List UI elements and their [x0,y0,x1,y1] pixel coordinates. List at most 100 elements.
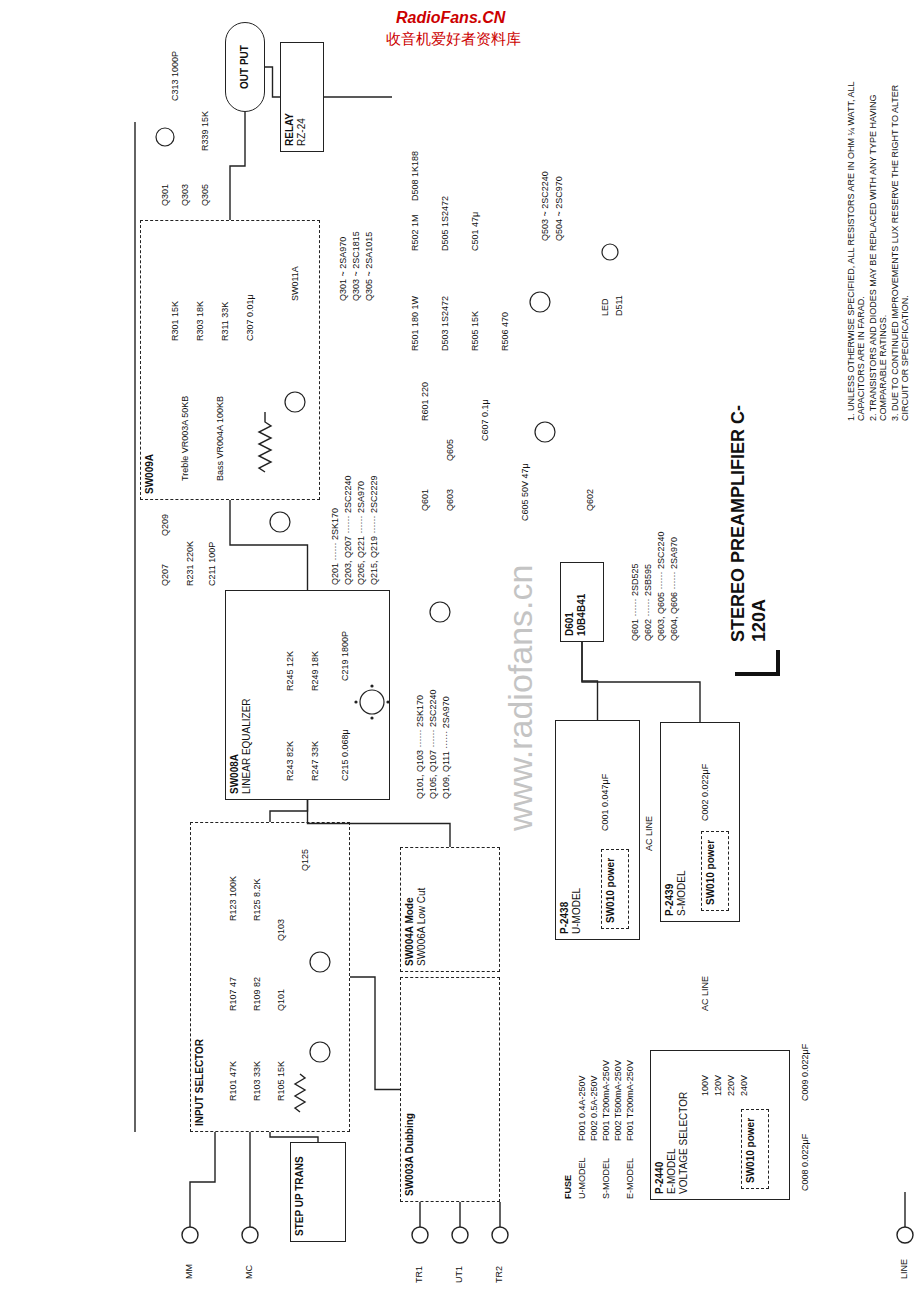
selector-block: INPUT SELECTOR [190,822,350,1132]
connector [265,67,280,97]
component-label: U-MODEL [577,1156,588,1200]
component-label: R243 82K [285,740,296,782]
component-label: MM [184,1263,195,1280]
node-text: LINEAR EQUALIZER [241,596,253,794]
component-label: F001 0.4A-250V [577,1074,588,1142]
component-label: R105 15K [276,1060,287,1102]
component-label: Q101, Q103 ······ 2SK170 [415,694,426,800]
component-label: R301 15K [170,300,181,342]
component-label: R123 100K [228,875,239,922]
connector [582,642,700,722]
component-label: Q203, Q207 ······ 2SC2240 [343,474,354,586]
switch-block: SW004A ModeSW006A Low Cut [400,847,500,972]
input-jack [412,1227,428,1243]
contact-dot [370,716,373,719]
component-label: Q601 [420,488,431,512]
connector [230,112,245,220]
power-switch: SW010 power [701,831,729,911]
sheet-title: STEREO PREAMPLIFIER C-120A [728,392,770,642]
component-label: Q601 ······ 2SD525 [630,562,641,642]
node-text: D601 10B4B41 [564,568,588,636]
site-watermark: 收音机爱好者资料库 [385,30,522,48]
transistor-symbol [535,422,555,442]
component-label: AC LINE [700,975,711,1012]
node-text: INPUT SELECTOR [194,828,206,1126]
component-label: Q215, Q219 ······ 2SC2229 [369,474,380,586]
transistor-symbol [430,602,450,622]
component-label: MC [244,1264,255,1280]
component-label: www.radiofans.cn [500,564,541,832]
component-label: R311 33K [220,301,231,342]
component-label: TR1 [414,1265,425,1284]
component-label: C002 0.022μF [700,763,711,822]
component-label: R103 33K [252,1060,263,1102]
component-label: C313 1000P [170,50,181,102]
component-label: Q305 ~ 2SA1015 [364,231,375,302]
component-label: AC LINE [644,815,655,852]
component-label: Bass VR004A 100KB [215,395,226,482]
component-label: 100V [700,1074,711,1097]
component-label: TR2 [494,1265,505,1284]
component-label: Q109, Q111 ······ 2SA970 [441,695,452,800]
output-jack: OUT PUT [225,22,265,112]
wires [135,97,905,1227]
component-label: F002 0.5A-250V [589,1074,600,1142]
component-label: R601 220 [420,381,431,422]
component-label: Q103 [276,918,287,942]
component-label: C501 47μ [470,211,481,252]
component-label: Treble VR003A 50KB [180,395,191,482]
component-label: Q201 ······ 2SK170 [330,507,341,586]
component-label: R505 15K [470,310,481,352]
transistor-symbol [285,392,305,412]
component-label: F001 T200mA-250V [601,1059,612,1142]
component-label: LED [600,297,611,317]
node-text: SW010 power [605,855,617,923]
wire [459,1202,460,1227]
wire [904,1192,905,1227]
transistor-symbol [530,292,550,312]
component-label: F001 T200mA-250V [625,1059,636,1142]
component-label: R501 180 1W [410,295,421,352]
wire [249,1132,250,1227]
component-label: Q105, Q107 ······ 2SC2240 [428,688,439,800]
component-label: C307 0.01μ [245,293,256,342]
node-text: SW008A [229,596,241,794]
node-text: P-2440 [654,1056,666,1194]
power-model-block: P-2439S-MODELSW010 power [660,722,740,922]
component-label: R303 18K [195,300,206,342]
component-label: Q301 ~ 2SA970 [338,236,349,302]
switch-block: SW003A Dubbing [400,977,500,1202]
component-label: D511 [614,294,625,317]
node-text: STEP UP TRANS [294,1148,306,1236]
contact-dot [354,700,357,703]
component-label: Q603 [445,488,456,512]
transistor-symbol [270,512,290,532]
component-label: Q504 ~ 2SC970 [554,175,565,242]
node-text: SW009A [144,226,156,494]
node-text: E-MODEL [666,1056,678,1194]
connector [308,800,451,847]
input-jack [182,1227,198,1243]
note-text: 3. DUE TO CONTINUED IMPROVEMENTS LUX RES… [890,75,910,422]
component-label: Q602 [585,488,596,512]
node-text: SW010 power [745,1115,757,1183]
input-jack [452,1227,468,1243]
component-label: 240V [739,1074,750,1097]
relay-block: RELAYRZ-24 [280,42,324,152]
node-text: P-2438 [559,726,571,934]
component-label: R109 82 [252,976,263,1012]
rotary-switch [360,690,384,714]
component-label: C211 100P [207,541,218,587]
component-label: UT1 [454,1265,465,1284]
contact-dot [370,684,373,687]
node-text: VOLTAGE SELECTOR [678,1056,690,1194]
jacks [182,1227,913,1243]
component-label: Q605 [445,438,456,462]
power-model-block: P-2440E-MODELVOLTAGE SELECTOR SW010 power [650,1050,790,1200]
lux-logo [735,650,778,674]
connector [582,642,598,720]
component-label: C607 0.1μ [480,398,491,442]
node-text: SW003A Dubbing [404,983,416,1196]
